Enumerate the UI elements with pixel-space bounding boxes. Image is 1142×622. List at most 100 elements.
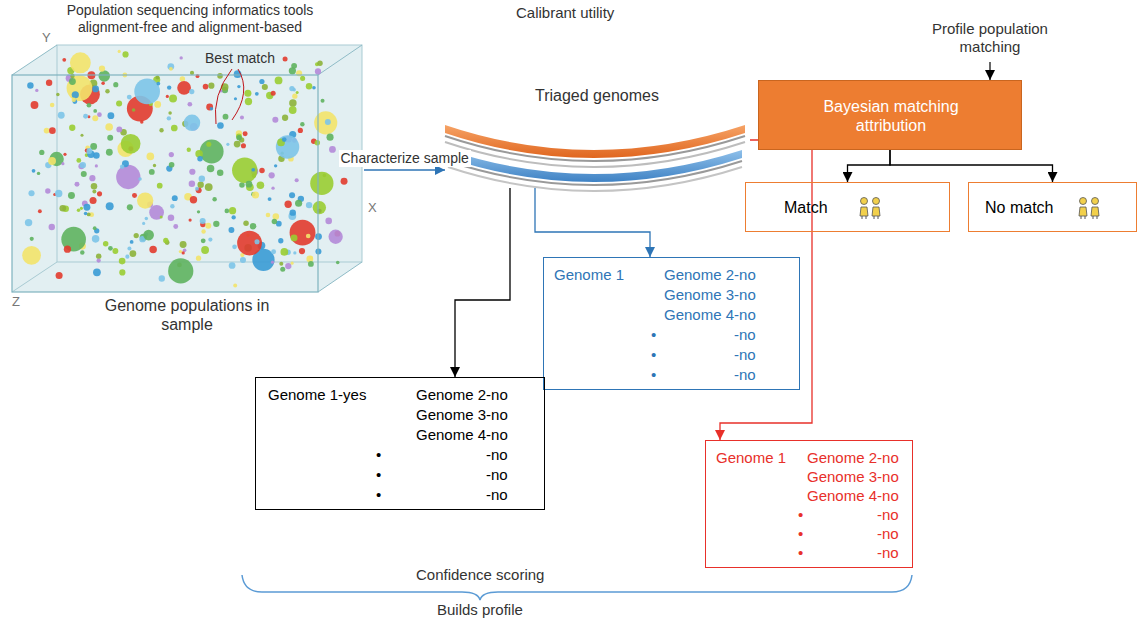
genome-dot	[63, 153, 66, 156]
genome-dot	[140, 120, 143, 123]
genome-dot	[91, 183, 98, 190]
genome-dot	[240, 257, 246, 263]
genome-dot	[22, 246, 41, 265]
genome-dot	[169, 95, 177, 103]
genome-dot	[44, 128, 50, 134]
genome-dot	[58, 112, 65, 119]
genome-dot	[313, 201, 326, 214]
genome-dot	[189, 169, 195, 175]
genome-dot	[187, 102, 192, 107]
disc-band-blue	[448, 150, 742, 182]
genome-entry: -no	[877, 525, 899, 543]
genome-dot	[300, 76, 305, 81]
genome-dot	[282, 137, 287, 142]
genome-dot	[217, 73, 223, 79]
genome-dot	[289, 106, 297, 114]
genome-dot	[341, 178, 348, 185]
genome-dot	[280, 267, 285, 272]
genome-entry: •	[798, 506, 803, 524]
genome-dot	[86, 148, 92, 154]
genome-dot	[147, 153, 155, 161]
genome-dot	[244, 90, 251, 97]
genome-dot	[259, 168, 264, 173]
genome-dot	[72, 98, 76, 102]
genome-dot	[127, 204, 133, 210]
section-heading: Profile population matching	[915, 20, 1065, 56]
genome-dot	[205, 223, 211, 229]
genome-dot	[246, 181, 253, 188]
genome-dot	[171, 125, 178, 132]
person-head	[873, 198, 880, 205]
genome-dot	[236, 135, 242, 141]
genome-dots	[22, 50, 347, 288]
node-text: Genome populations in sample	[87, 296, 287, 334]
profile-brace	[242, 575, 912, 600]
genome-entry: Genome 4-no	[416, 426, 508, 444]
cube-back-face	[57, 45, 362, 262]
genome-dot	[195, 187, 199, 191]
genome-entry: Genome 1	[716, 449, 786, 467]
genome-dot	[213, 221, 219, 227]
genome-entry: Genome 2-no	[807, 449, 899, 467]
genome-dot	[285, 263, 291, 269]
genome-dot	[206, 104, 213, 111]
genome-dot	[56, 272, 63, 279]
disc-rim	[448, 167, 742, 191]
genome-dot	[137, 192, 153, 208]
bayesian-box: Bayesian matching attribution	[758, 80, 1022, 150]
genome-dot	[45, 188, 50, 193]
people-icon	[856, 196, 884, 220]
genome-dot	[119, 269, 125, 275]
node-text: Bayesian matching attribution	[791, 97, 991, 135]
genome-dot	[93, 268, 101, 276]
person-legs	[1081, 216, 1085, 219]
genome-dot	[189, 181, 195, 187]
genome-dot	[234, 141, 241, 148]
genome-dot	[223, 114, 229, 120]
genome-dot	[157, 183, 163, 189]
tools-heading: Population sequencing informatics tools …	[50, 2, 330, 36]
genome-dot	[312, 86, 316, 90]
genome-dot	[99, 65, 105, 71]
genome-dot	[106, 149, 113, 156]
person-body	[1079, 207, 1087, 216]
genome-dot	[50, 103, 55, 108]
genome-entry: -no	[486, 446, 508, 464]
person-head	[1092, 198, 1099, 205]
genome-dot	[97, 191, 102, 196]
genome-dot	[27, 82, 33, 88]
genome-dot	[197, 210, 200, 213]
genome-dot	[92, 190, 96, 194]
genome-dot	[113, 82, 118, 87]
genome-dot	[80, 207, 83, 210]
genome-dot	[89, 175, 95, 181]
sample-cube	[12, 45, 362, 292]
genome-dot	[328, 230, 342, 244]
genome-dot	[327, 134, 334, 141]
genome-dot	[170, 204, 174, 208]
genome-dot	[268, 197, 272, 201]
genome-dot	[168, 214, 174, 220]
genome-dot	[266, 213, 271, 218]
genome-dot	[28, 190, 34, 196]
genome-dot	[31, 101, 39, 109]
genome-dot	[289, 192, 295, 198]
genome-dot	[69, 125, 75, 131]
genome-dot	[39, 150, 44, 155]
genome-dot	[116, 100, 122, 106]
cube-edge	[12, 262, 57, 292]
genome-dot	[179, 56, 182, 59]
genome-entry: •	[376, 446, 381, 464]
genome-dot	[190, 196, 197, 203]
genome-dot	[271, 261, 274, 264]
genome-dot	[138, 177, 142, 181]
genome-entry: Genome 2-no	[416, 386, 508, 404]
genome-dot	[232, 158, 257, 183]
genome-dot	[92, 115, 98, 121]
genome-dot	[315, 68, 321, 74]
genome-dot	[229, 207, 236, 214]
genome-dot	[130, 240, 134, 244]
genome-dot	[271, 187, 274, 190]
match-box: Match	[745, 182, 950, 232]
genome-dot	[197, 181, 203, 187]
